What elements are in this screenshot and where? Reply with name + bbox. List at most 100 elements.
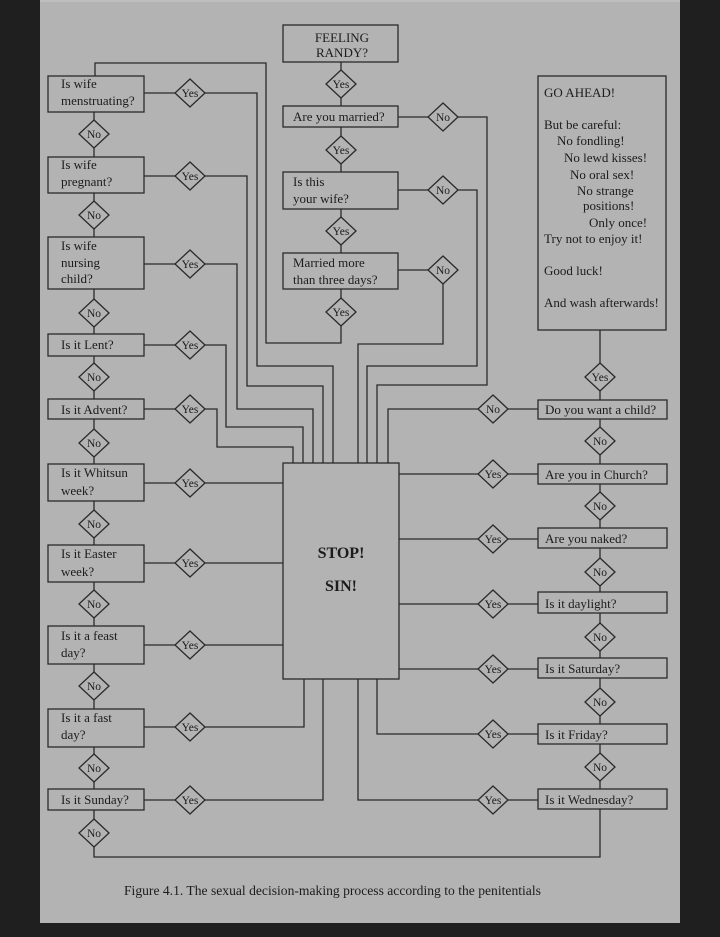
branch-saturday-no-diamond: No: [584, 622, 616, 652]
branch-daylight-no-diamond: No: [584, 557, 616, 587]
node-your-wife: Is this your wife?: [282, 171, 399, 210]
node-child-text-line: Do you want a child?: [545, 402, 656, 417]
node-whitsun-text-line: week?: [61, 483, 94, 498]
branch-child-no-diamond: No: [477, 394, 509, 424]
node-nursing-text-line: nursing: [61, 255, 101, 270]
decision-diamond-shape: [584, 752, 616, 782]
node-pregnant-box: [47, 156, 145, 194]
branch-label: Yes: [182, 722, 199, 734]
node-saturday-box: [537, 657, 668, 679]
branch-naked-no-diamond: No: [584, 491, 616, 521]
branch-label: No: [87, 308, 101, 320]
connector-married-3-days-no-to-stop: [357, 269, 444, 463]
connector-married-3-days-yes-to-menstruating: [94, 62, 342, 344]
branch-label: No: [436, 265, 450, 277]
decision-diamond-shape: [78, 753, 110, 783]
node-pregnant-text-line: pregnant?: [61, 174, 112, 189]
node-your-wife-text-line: Is this: [293, 174, 324, 189]
node-church: Are you in Church?: [537, 463, 668, 485]
branch-label: Yes: [485, 664, 502, 676]
branch-label: No: [87, 828, 101, 840]
node-easter-box: [47, 544, 145, 583]
decision-diamond-shape: [78, 589, 110, 619]
branch-your-wife-no-diamond: No: [427, 175, 459, 205]
connector-child-no-to-stop: [387, 408, 538, 463]
branch-label: No: [87, 438, 101, 450]
decision-diamond-shape: [584, 687, 616, 717]
branch-label: No: [593, 697, 607, 709]
branch-church-no-diamond: No: [584, 426, 616, 456]
decision-diamond-shape: [78, 509, 110, 539]
decision-diamond-shape: [174, 330, 206, 360]
branch-nursing-no-diamond: No: [78, 298, 110, 328]
connector-sunday-yes-to-stop: [144, 679, 324, 801]
branch-label: Yes: [592, 372, 609, 384]
branch-easter-no-diamond: No: [78, 589, 110, 619]
node-menstruating-text-line: menstruating?: [61, 93, 135, 108]
decision-diamond-shape: [174, 394, 206, 424]
branch-label: Yes: [182, 558, 199, 570]
branch-label: Yes: [182, 88, 199, 100]
node-married-3-days-text-line: Married more: [293, 255, 365, 270]
node-go-ahead-text-line: Try not to enjoy it!: [544, 231, 642, 246]
decision-diamond-shape: [174, 548, 206, 578]
branch-label: Yes: [182, 171, 199, 183]
branch-label: No: [87, 763, 101, 775]
branch-friday-yes-diamond: Yes: [477, 719, 509, 749]
decision-diamond-shape: [427, 255, 459, 285]
decision-diamond-shape: [584, 426, 616, 456]
decision-diamond-shape: [174, 712, 206, 742]
node-child-box: [537, 399, 668, 420]
node-pregnant-text-line: Is wife: [61, 157, 97, 172]
node-advent-text-line: Is it Advent?: [61, 402, 128, 417]
node-lent-box: [47, 333, 145, 357]
decision-diamond-shape: [325, 69, 357, 99]
node-wednesday: Is it Wednesday?: [537, 788, 668, 810]
branch-fast-day-no-diamond: No: [78, 753, 110, 783]
connector-wednesday-yes-to-stop: [357, 679, 538, 801]
branch-label: No: [436, 112, 450, 124]
connector-sunday-no-to-wednesday: [93, 809, 601, 858]
node-naked-text-line: Are you naked?: [545, 531, 628, 546]
node-whitsun-box: [47, 463, 145, 502]
node-wednesday-text-line: Is it Wednesday?: [545, 792, 633, 807]
node-friday: Is it Friday?: [537, 723, 668, 745]
node-go-ahead-text-line: Only once!: [589, 215, 647, 230]
branch-label: Yes: [182, 640, 199, 652]
connector-married-no-to-stop: [376, 116, 488, 463]
branch-label: No: [593, 436, 607, 448]
branch-married-3-days-yes-diamond: Yes: [325, 297, 357, 327]
branch-menstruating-yes-diamond: Yes: [174, 78, 206, 108]
branch-advent-yes-diamond: Yes: [174, 394, 206, 424]
branch-married-no-diamond: No: [427, 102, 459, 132]
branch-label: Yes: [485, 795, 502, 807]
decision-diamond-shape: [477, 589, 509, 619]
node-lent-text-line: Is it Lent?: [61, 337, 114, 352]
node-church-text-line: Are you in Church?: [545, 467, 648, 482]
node-your-wife-text-line: your wife?: [293, 191, 349, 206]
node-go-ahead-text-line: positions!: [583, 198, 634, 213]
branch-wednesday-yes-diamond: Yes: [477, 785, 509, 815]
node-feast-day-text-line: Is it a feast: [61, 628, 118, 643]
decision-diamond-shape: [78, 298, 110, 328]
branch-sunday-no-diamond: No: [78, 818, 110, 848]
node-fast-day-text-line: day?: [61, 727, 86, 742]
decision-diamond-shape: [477, 719, 509, 749]
node-menstruating-box: [47, 75, 145, 113]
node-saturday-text-line: Is it Saturday?: [545, 661, 620, 676]
branch-label: No: [87, 210, 101, 222]
branch-label: Yes: [485, 469, 502, 481]
node-go-ahead-text-line: And wash afterwards!: [544, 295, 659, 310]
decision-diamond-shape: [78, 200, 110, 230]
decision-diamond-shape: [78, 671, 110, 701]
decision-diamond-shape: [325, 216, 357, 246]
node-sunday-box: [47, 788, 145, 811]
node-go-ahead-text-line: No fondling!: [557, 133, 625, 148]
decision-diamond-shape: [584, 557, 616, 587]
node-friday-text-line: Is it Friday?: [545, 727, 608, 742]
node-go-ahead-text-line: No oral sex!: [570, 167, 634, 182]
connector-nursing-yes-to-stop: [144, 263, 314, 463]
